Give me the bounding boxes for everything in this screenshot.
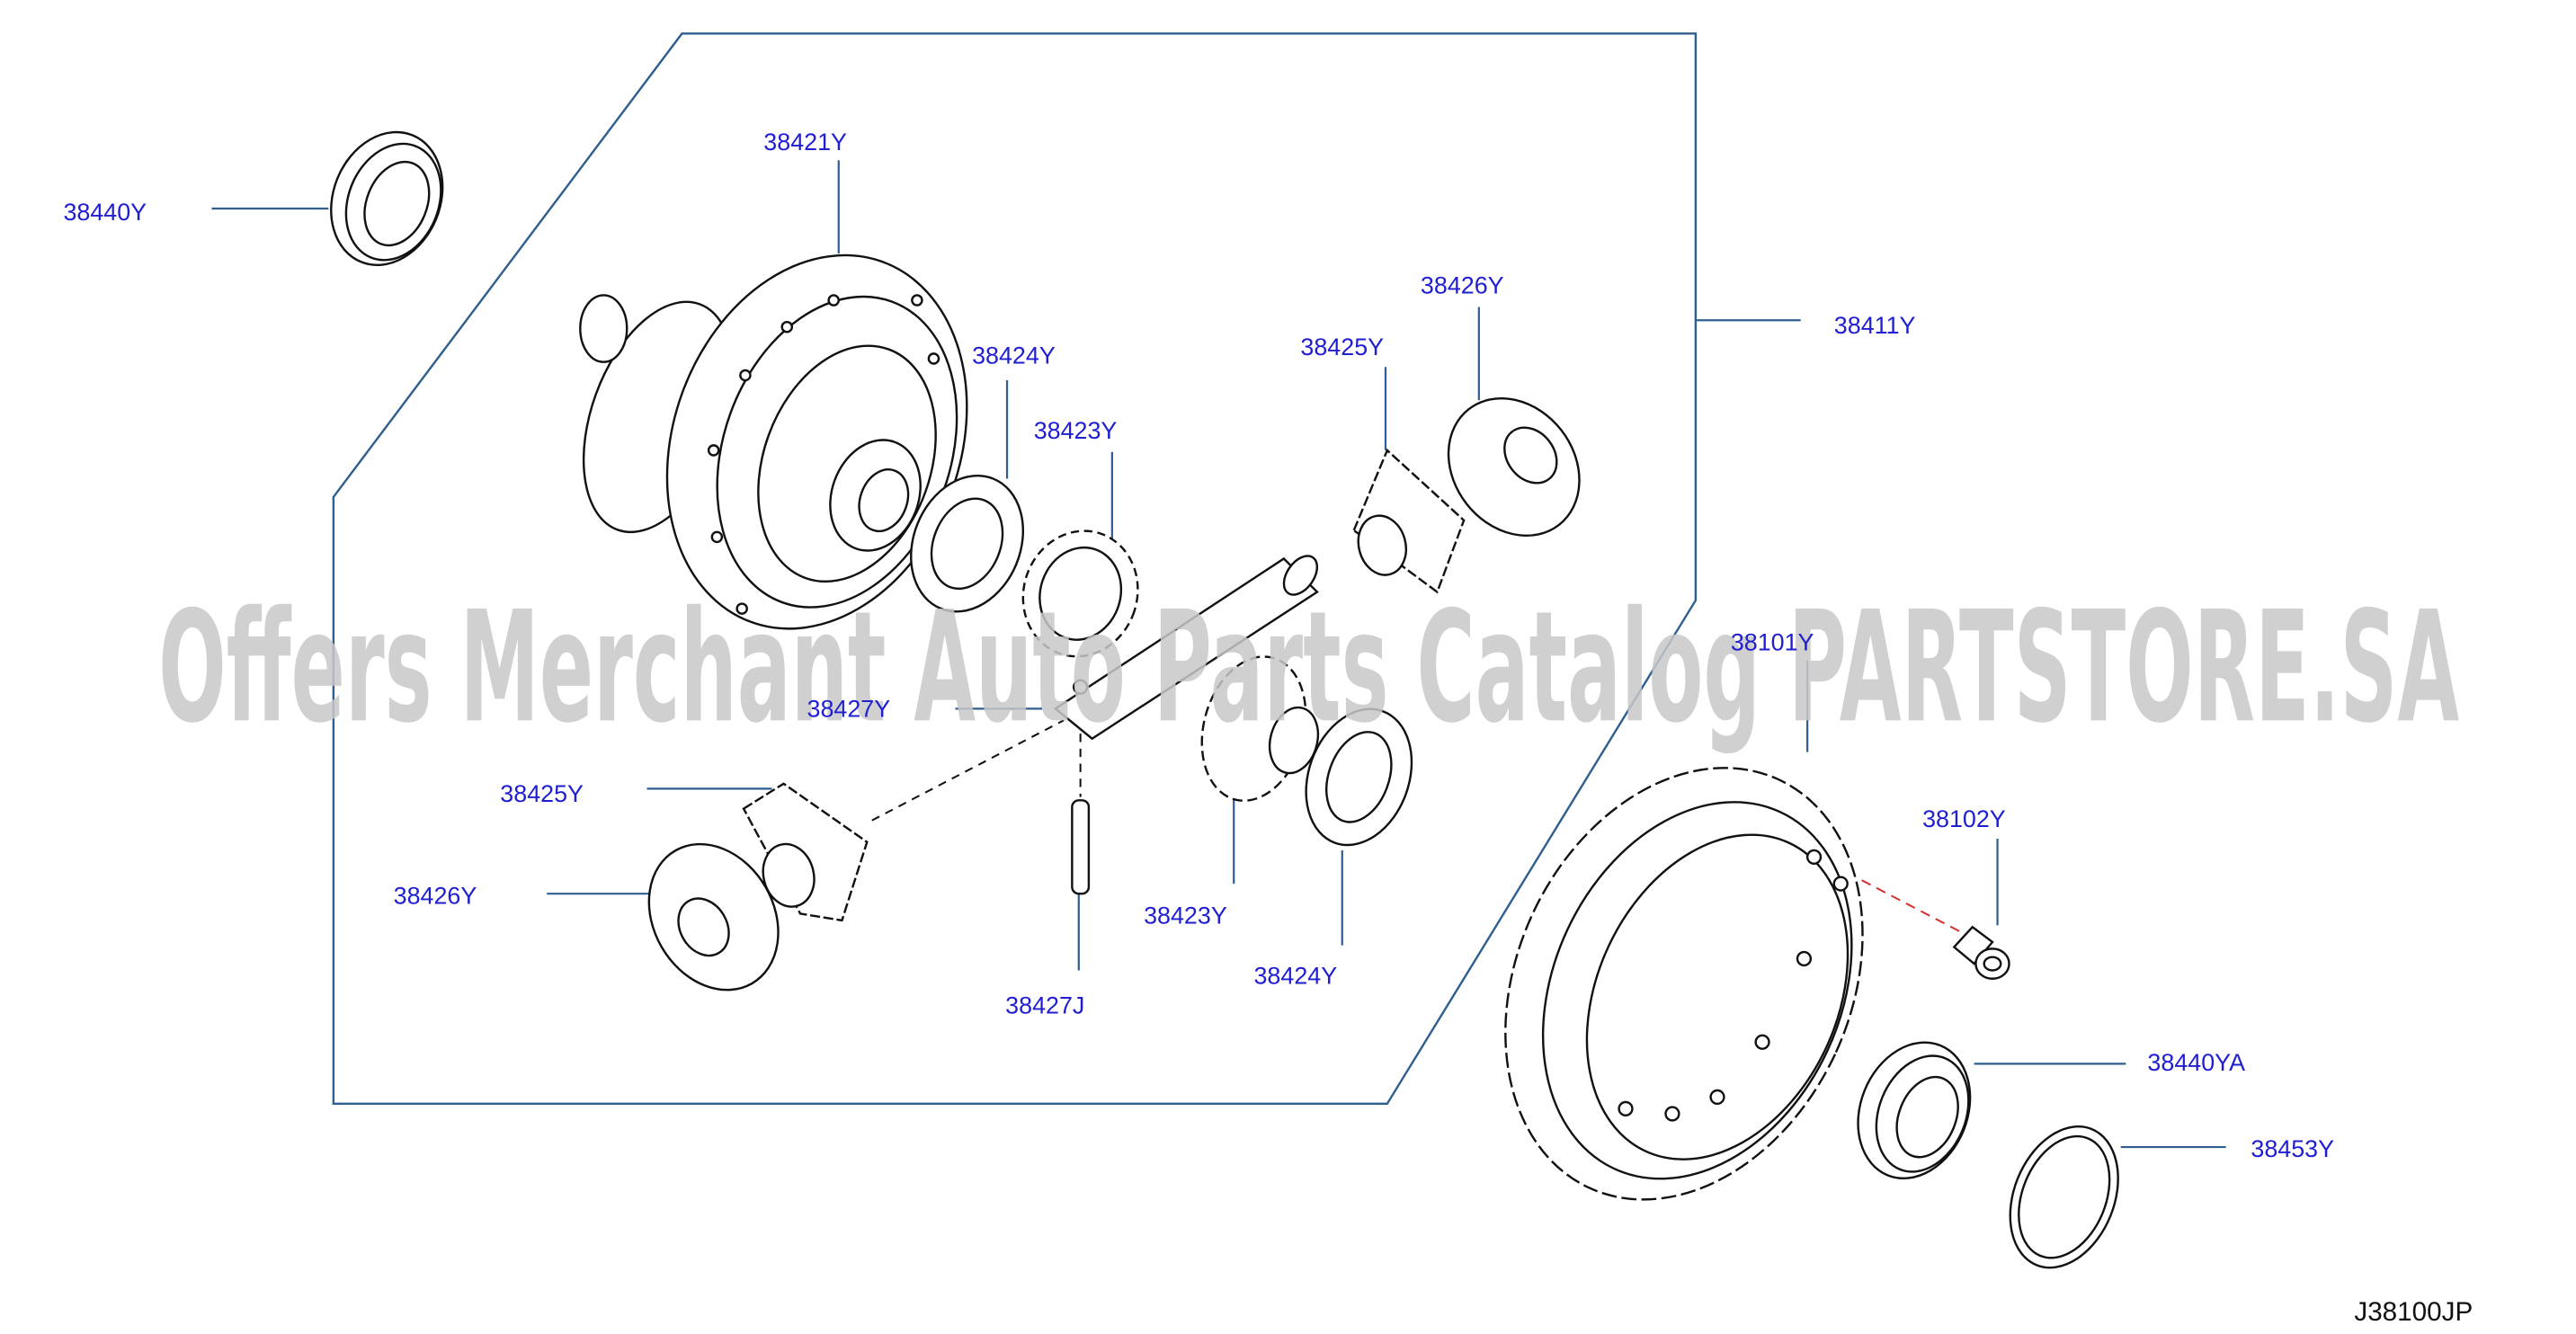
label-38424Y-bottom[interactable]: 38424Y: [1253, 962, 1337, 989]
ring-gear-38101Y: [1504, 767, 1864, 1201]
side-gear-38423Y-bottom: [1200, 655, 1320, 802]
assembly-frame: [332, 32, 1698, 1106]
lock-pin-38427J: [1071, 799, 1091, 895]
shim-38453Y: [2009, 1125, 2119, 1269]
pinion-gear-38425Y-left: [742, 782, 869, 922]
thrust-washer-38426Y-top: [1447, 396, 1581, 537]
label-38440YA[interactable]: 38440YA: [2147, 1049, 2245, 1076]
pinion-gear-38425Y-top: [1352, 448, 1466, 594]
thrust-washer-38424Y-top: [910, 475, 1025, 613]
thrust-washer-38424Y-bottom: [1305, 707, 1413, 847]
label-38421Y[interactable]: 38421Y: [763, 129, 847, 156]
label-38427J[interactable]: 38427J: [1005, 992, 1084, 1019]
bearing-38440YA: [1857, 1041, 1972, 1180]
side-gear-38423Y-top: [1021, 529, 1139, 658]
label-38424Y-top[interactable]: 38424Y: [972, 342, 1056, 369]
bolt-38102Y: [1952, 925, 2010, 980]
label-38101Y[interactable]: 38101Y: [1731, 628, 1814, 655]
label-38423Y-top[interactable]: 38423Y: [1034, 417, 1118, 444]
differential-case-38421Y: [579, 253, 968, 630]
label-38411Y[interactable]: 38411Y: [1834, 312, 1916, 339]
label-38440Y[interactable]: 38440Y: [63, 199, 147, 226]
thrust-washer-38426Y-left: [647, 842, 780, 992]
label-38425Y-top[interactable]: 38425Y: [1300, 334, 1384, 360]
pinion-shaft-38427Y: [1053, 555, 1319, 741]
label-38423Y-bottom[interactable]: 38423Y: [1144, 903, 1227, 929]
label-38425Y-left[interactable]: 38425Y: [500, 780, 584, 807]
label-38427Y[interactable]: 38427Y: [807, 696, 891, 723]
label-38453Y[interactable]: 38453Y: [2251, 1135, 2334, 1162]
alignment-dashes: [871, 719, 1965, 935]
leader-lines: [211, 160, 2226, 1149]
label-38102Y[interactable]: 38102Y: [1922, 805, 2006, 832]
label-38426Y-left[interactable]: 38426Y: [394, 882, 477, 909]
diagram-code: J38100JP: [2354, 1297, 2473, 1327]
watermark-text: Offers Merchant Auto Parts Catalog PARTS…: [158, 579, 2459, 757]
part-labels: 38440Y 38421Y 38424Y 38423Y 38425Y 38426…: [63, 129, 2334, 1162]
bearing-38440Y: [330, 130, 444, 267]
label-38426Y-top[interactable]: 38426Y: [1421, 272, 1504, 299]
